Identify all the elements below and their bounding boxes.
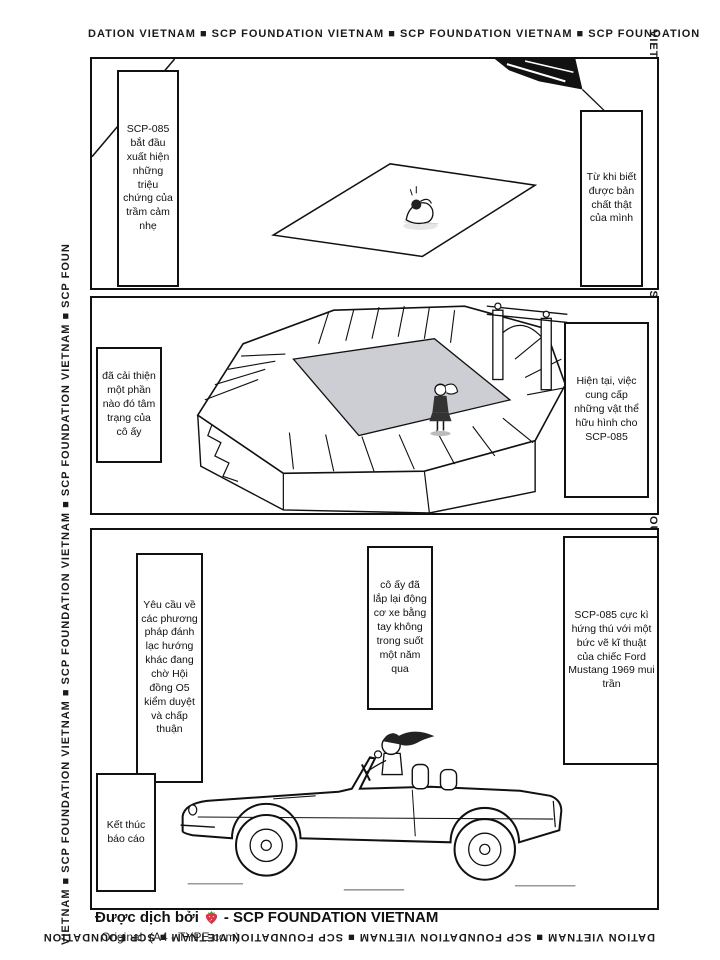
caption-box-depression: SCP-085 bắt đầu xuất hiện những triệu ch…: [117, 70, 179, 287]
paper-scene-drawing: [92, 59, 607, 258]
credit-team-label: - SCP FOUNDATION VIETNAM: [223, 909, 439, 926]
caption-box-engine-rebuild: cô ấy đã lắp lại động cơ xe bằng tay khô…: [367, 546, 433, 710]
border-left-text: VIETNAM ■ SCP FOUNDATION VIETNAM ■ SCP F…: [60, 243, 72, 945]
caption-box-true-nature: Từ khi biết được bản chất thật của mình: [580, 110, 643, 287]
caption-box-tangible-objects: Hiện tại, việc cung cấp những vật thể hữ…: [564, 322, 649, 498]
staircase-drawing: [196, 302, 568, 513]
panel-1: SCP-085 bắt đầu xuất hiện những triệu ch…: [90, 57, 659, 290]
panel-3: Yêu cầu về các phương pháp đánh lạc hướn…: [90, 528, 659, 910]
border-top-text: DATION VIETNAM ■ SCP FOUNDATION VIETNAM …: [88, 28, 701, 40]
translated-by-label: Được dịch bởi: [95, 909, 199, 926]
credit-line-translator: Được dịch bởi - SCP FOUNDATION VIETNAM: [95, 909, 438, 926]
caption-box-mood-improved: đã cải thiện một phần nào đó tâm trạng c…: [96, 347, 162, 463]
panel-2: đã cải thiện một phần nào đó tâm trạng c…: [90, 296, 659, 515]
credit-line-original: Original: (A4 - TYPE.com): [101, 930, 240, 944]
caption-box-end-of-report: Kết thúc báo cáo: [96, 773, 156, 892]
caption-box-o5-request: Yêu cầu về các phương pháp đánh lạc hướn…: [136, 553, 203, 783]
strawberry-icon: [204, 910, 219, 925]
mustang-car-drawing: [180, 731, 576, 891]
credits: Được dịch bởi - SCP FOUNDATION VIETNAM O…: [95, 909, 438, 944]
caption-box-mustang-interest: SCP-085 cực kì hứng thú với một bức vẽ k…: [563, 536, 657, 765]
